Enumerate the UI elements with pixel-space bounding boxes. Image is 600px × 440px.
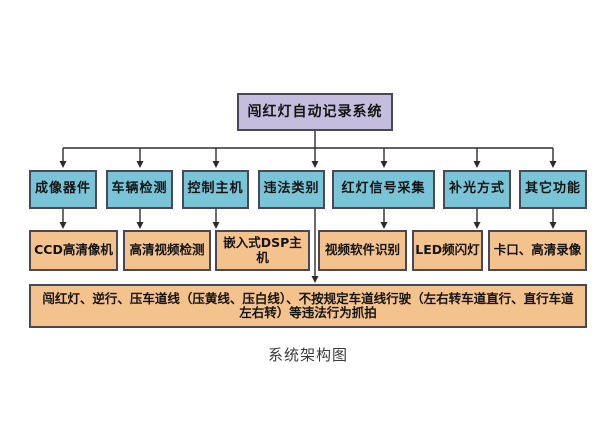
node-imaging-components: 成像器件 [29, 170, 97, 209]
root-node-red-light-recording-system: 闯红灯自动记录系统 [237, 93, 393, 131]
node-other-functions: 其它功能 [519, 170, 587, 209]
node-violation-category: 违法类别 [258, 170, 325, 209]
diagram-caption: 系统架构图 [267, 346, 348, 364]
node-vehicle-detection: 车辆检测 [106, 170, 173, 209]
summary-violation-behaviors: 闯红灯、逆行、压车道线（压黄线、压白线）、不按规定车道线行驶（左右转车道直行、直… [29, 284, 587, 328]
node-control-host: 控制主机 [182, 170, 249, 209]
node-embedded-dsp-host: 嵌入式DSP主机 [215, 230, 310, 271]
node-hd-video-detection: 高清视频检测 [123, 230, 211, 271]
node-checkpoint-hd-recording: 卡口、高清录像 [488, 230, 587, 271]
tree-connectors [59, 131, 557, 283]
node-fill-light-mode: 补光方式 [443, 170, 511, 209]
node-ccd-hd-camera: CCD高清像机 [29, 230, 118, 271]
node-video-software-recognition: 视频软件识别 [318, 230, 407, 271]
node-led-strobe-light: LED频闪灯 [412, 230, 483, 271]
node-red-light-signal-collection: 红灯信号采集 [332, 170, 435, 209]
